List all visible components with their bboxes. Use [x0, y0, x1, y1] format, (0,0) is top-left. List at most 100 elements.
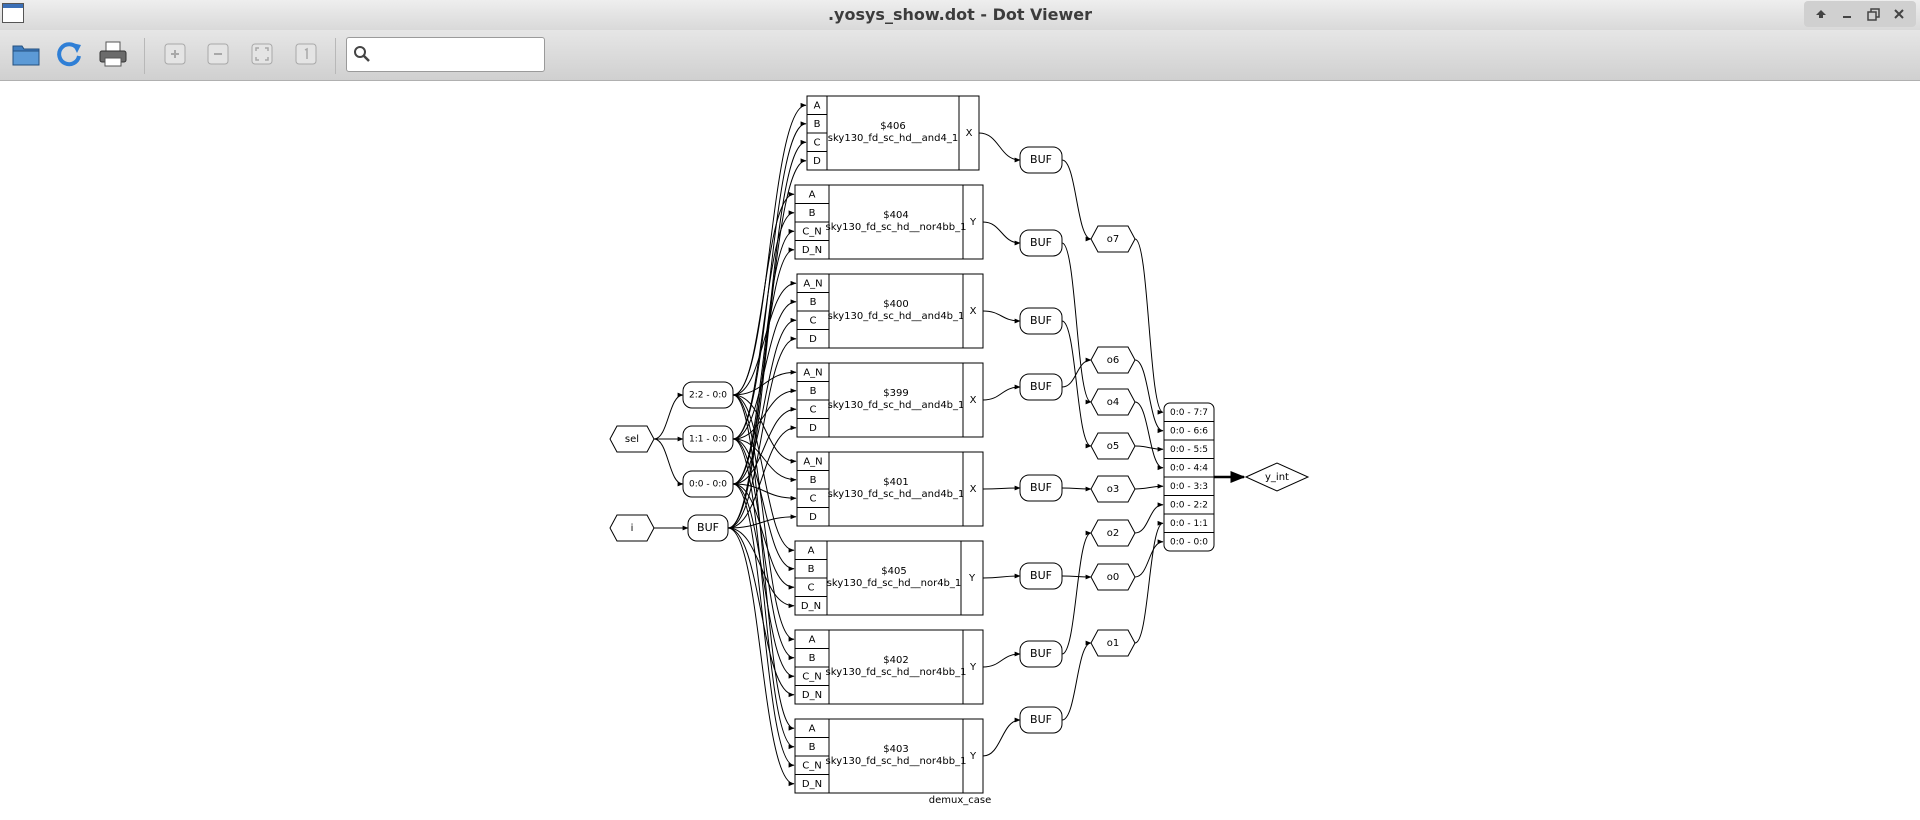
port-i[interactable]	[609, 514, 655, 542]
wire-o5[interactable]	[1090, 432, 1136, 460]
cell-404[interactable]	[794, 184, 984, 260]
edge-fanout	[732, 394, 797, 464]
cell-type: sky130_fd_sc_hd__and4b_1	[828, 400, 965, 411]
toolbar-separator	[335, 38, 336, 74]
zoom-out-button[interactable]	[201, 39, 235, 73]
search-input[interactable]	[377, 43, 541, 69]
bus-slice: 0:0 - 1:1	[1170, 519, 1208, 529]
edge-fanout	[732, 299, 797, 440]
wire-o2[interactable]	[1090, 519, 1136, 547]
cell-399[interactable]	[796, 362, 984, 438]
edge-fanout	[732, 228, 795, 485]
slice-2[interactable]	[682, 470, 734, 498]
wire-o4[interactable]	[1090, 388, 1136, 416]
keep-above-icon[interactable]	[1808, 3, 1834, 25]
buf-out-3[interactable]	[1019, 373, 1063, 401]
edge-sel	[653, 392, 684, 440]
edge-fanout	[732, 438, 795, 661]
bus-slice: 0:0 - 6:6	[1170, 426, 1208, 436]
edge-wire-bus	[1134, 238, 1164, 415]
edge-buf-wire	[1061, 320, 1092, 449]
pin-a: A	[808, 545, 815, 556]
print-button[interactable]	[96, 39, 130, 73]
wire-o3-label: o3	[1107, 484, 1119, 495]
edge-wire-bus	[1134, 502, 1164, 534]
bus-slice: 0:0 - 0:0	[1170, 537, 1208, 547]
buf-out-0[interactable]	[1019, 146, 1063, 174]
cell-403[interactable]	[794, 718, 984, 794]
buf-out-7[interactable]	[1019, 706, 1063, 734]
slice-0[interactable]	[682, 381, 734, 409]
edge-fanout	[732, 369, 797, 396]
pin-d_n: D_N	[802, 779, 822, 790]
cell-405[interactable]	[794, 540, 984, 616]
edge-wire-bus	[1134, 520, 1164, 644]
wire-o6[interactable]	[1090, 346, 1136, 374]
close-icon[interactable]	[1886, 3, 1912, 25]
buf-out-7-label: BUF	[1030, 713, 1052, 726]
buf-input[interactable]	[687, 514, 729, 542]
edge-cell-buf	[982, 717, 1021, 757]
pin-out: X	[966, 128, 973, 139]
reload-button[interactable]	[52, 39, 86, 73]
maximize-icon[interactable]	[1860, 3, 1886, 25]
cell-id: $399	[883, 388, 908, 399]
cell-402[interactable]	[794, 629, 984, 705]
buf-out-1[interactable]	[1019, 229, 1063, 257]
port-sel[interactable]	[609, 425, 655, 453]
pin-out: X	[970, 395, 977, 406]
pin-a: A	[814, 100, 821, 111]
edge-fanout	[732, 438, 795, 750]
cell-400[interactable]	[796, 273, 984, 349]
pin-c: C	[810, 315, 817, 326]
port-y-int[interactable]	[1244, 462, 1310, 492]
edge-fanout	[732, 210, 795, 440]
edge-wire-bus	[1134, 359, 1164, 434]
open-icon	[11, 41, 41, 71]
window-title: .yosys_show.dot - Dot Viewer	[827, 5, 1093, 24]
open-button[interactable]	[9, 39, 43, 73]
buf-out-4[interactable]	[1019, 474, 1063, 502]
slice-1[interactable]	[682, 425, 734, 453]
wire-o4-label: o4	[1107, 397, 1119, 408]
zoom-in-button[interactable]	[158, 39, 192, 73]
wire-o0[interactable]	[1090, 563, 1136, 591]
cell-401[interactable]	[796, 451, 984, 527]
wire-o3[interactable]	[1090, 475, 1136, 503]
cell-type: sky130_fd_sc_hd__and4_1	[828, 133, 958, 144]
edge-cell-buf	[978, 132, 1021, 163]
pin-out: Y	[969, 662, 977, 673]
zoom-100-button[interactable]	[289, 39, 323, 73]
pin-b: B	[810, 386, 817, 397]
wire-o6-label: o6	[1107, 355, 1119, 366]
bus-slice: 0:0 - 3:3	[1170, 482, 1208, 492]
pin-b: B	[810, 297, 817, 308]
edge-fanout	[732, 317, 797, 485]
zoom-fit-button[interactable]	[245, 39, 279, 73]
cell-type: sky130_fd_sc_hd__nor4bb_1	[826, 222, 967, 233]
port-y-int-label: y_int	[1265, 472, 1289, 483]
buf-out-0-label: BUF	[1030, 153, 1052, 166]
edge-cell-buf	[982, 573, 1021, 579]
zoom-100-icon	[295, 43, 317, 69]
wire-o0-label: o0	[1107, 572, 1119, 583]
buf-out-2[interactable]	[1019, 307, 1063, 335]
pin-b: B	[809, 742, 816, 753]
buf-out-5[interactable]	[1019, 562, 1063, 590]
buf-out-6-label: BUF	[1030, 647, 1052, 660]
cell-id: $402	[883, 655, 908, 666]
edge-fanout	[732, 394, 795, 553]
edge-fanout	[732, 438, 797, 483]
wire-o5-label: o5	[1107, 441, 1119, 452]
search-box[interactable]	[346, 37, 545, 72]
pin-out: X	[970, 306, 977, 317]
bus-slice: 0:0 - 2:2	[1170, 500, 1208, 510]
edge-fanout	[732, 280, 797, 396]
wire-o1[interactable]	[1090, 629, 1136, 657]
cell-406[interactable]	[806, 95, 980, 171]
pin-b: B	[809, 653, 816, 664]
pin-c: C	[810, 404, 817, 415]
buf-out-6[interactable]	[1019, 640, 1063, 668]
wire-o7[interactable]	[1090, 225, 1136, 253]
minimize-icon[interactable]	[1834, 3, 1860, 25]
